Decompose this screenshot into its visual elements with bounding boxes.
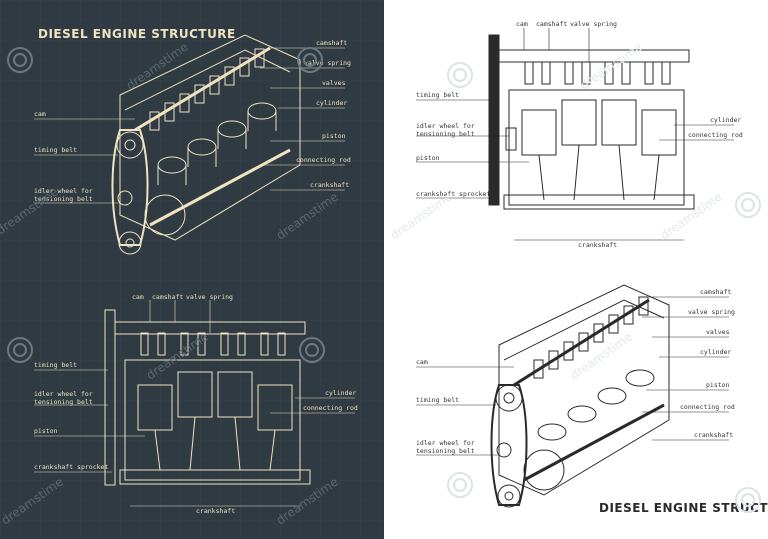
dark-front-pistons — [137, 371, 293, 471]
light-iso-crank-pulley — [497, 484, 521, 508]
light-front-timing-belt — [488, 34, 500, 206]
dreamstime-spiral-icon — [447, 62, 761, 513]
light-iso-idler-label-1: idler wheel for — [416, 439, 475, 447]
dark-iso-idler-wheel — [117, 190, 133, 206]
light-front-pistons — [521, 99, 677, 201]
dark-front-crankshaft-label: crankshaft — [196, 507, 235, 515]
dark-iso-camshaft-label: camshaft — [316, 39, 347, 47]
dark-iso-cam-pulley — [116, 131, 144, 159]
dark-front-cam-label: cam — [132, 293, 144, 301]
light-iso-piston-label: piston — [706, 381, 730, 389]
dark-iso-valve-spring-label: valve spring — [304, 59, 351, 67]
light-iso-cylinder-label: cylinder — [700, 348, 731, 356]
dark-blueprint-panel: DIESEL ENGINE STRUCTURE — [0, 0, 384, 539]
svg-text:dreamstime: dreamstime — [568, 330, 635, 383]
dreamstime-spiral-icon — [7, 47, 325, 363]
light-front-labels: cam camshaft valve spring timing belt id… — [416, 20, 743, 249]
light-iso-pistons — [537, 369, 655, 441]
light-iso-leaders — [416, 296, 729, 456]
dark-front-crankshaft-sprocket-label: crankshaft sprocket — [34, 463, 108, 471]
svg-text:dreamstime: dreamstime — [578, 40, 645, 93]
dark-front-idler-label-2: tensioning belt — [34, 398, 93, 406]
light-isometric-engine — [490, 284, 670, 508]
light-front-timing-belt-label: timing belt — [416, 91, 459, 99]
light-front-crankshaft — [503, 194, 695, 210]
light-iso-cam-label: cam — [416, 358, 428, 366]
dark-front-piston-label: piston — [34, 427, 58, 435]
dark-front-leaders — [34, 300, 355, 507]
light-front-crankshaft-label: crankshaft — [578, 241, 617, 249]
dark-iso-idler-label-2: tensioning belt — [34, 195, 93, 203]
dark-iso-crankshaft-label: crankshaft — [310, 181, 349, 189]
dark-front-labels: cam camshaft valve spring timing belt id… — [34, 293, 358, 515]
light-front-engine — [488, 34, 695, 210]
light-front-camshaft-label: camshaft — [536, 20, 567, 28]
dark-front-idler-label-1: idler wheel for — [34, 390, 93, 398]
light-front-crankshaft-sprocket-label: crankshaft sprocket — [416, 190, 490, 198]
dark-front-timing-belt-label: timing belt — [34, 361, 77, 369]
dark-front-cylinder-label: cylinder — [325, 389, 356, 397]
light-iso-valve-springs — [533, 296, 649, 379]
light-blueprint-panel: cam camshaft valve spring timing belt id… — [384, 0, 768, 539]
light-iso-timing-belt-label: timing belt — [416, 396, 459, 404]
dark-iso-timing-belt-label: timing belt — [34, 146, 77, 154]
light-front-idler-label-1: idler wheel for — [416, 122, 475, 130]
light-iso-crankshaft-label: crankshaft — [694, 431, 733, 439]
dark-front-valve-springs — [140, 332, 286, 356]
dark-front-timing-belt — [104, 309, 116, 486]
dark-iso-valve-springs — [149, 48, 265, 131]
dark-iso-connecting-rod-label: connecting rod — [296, 156, 351, 164]
light-front-idler-label-2: tensioning belt — [416, 130, 475, 138]
dark-iso-leaders — [34, 47, 345, 204]
dark-isometric-engine — [111, 34, 301, 255]
dark-iso-valves-label: valves — [322, 79, 346, 87]
dark-blueprint-svg: DIESEL ENGINE STRUCTURE — [0, 0, 384, 539]
dark-iso-crank-pulley — [118, 231, 142, 255]
light-front-piston-label: piston — [416, 154, 440, 162]
dark-front-crankshaft — [119, 469, 311, 485]
light-iso-idler-label-2: tensioning belt — [416, 447, 475, 455]
light-front-camshaft — [498, 49, 690, 63]
light-iso-valves-label: valves — [706, 328, 730, 336]
light-front-cylinder-label: cylinder — [710, 116, 741, 124]
svg-text:dreamstime: dreamstime — [658, 190, 725, 243]
light-front-cam-label: cam — [516, 20, 528, 28]
dark-iso-pistons — [157, 102, 277, 185]
dark-iso-piston-label: piston — [322, 132, 346, 140]
dark-iso-cam-label: cam — [34, 110, 46, 118]
light-iso-camshaft-label: camshaft — [700, 288, 731, 296]
dark-iso-cylinder-label: cylinder — [316, 99, 347, 107]
light-front-valve-spring-label: valve spring — [570, 20, 617, 28]
dark-title: DIESEL ENGINE STRUCTURE — [38, 27, 236, 41]
light-front-connecting-rod-label: connecting rod — [688, 131, 743, 139]
light-iso-cam-pulley — [495, 384, 523, 412]
light-iso-valve-spring-label: valve spring — [688, 308, 735, 316]
dark-iso-idler-label-1: idler wheel for — [34, 187, 93, 195]
light-title: DIESEL ENGINE STRUCTURE — [599, 501, 768, 515]
dark-front-camshaft-label: camshaft — [152, 293, 183, 301]
dark-front-valve-spring-label: valve spring — [186, 293, 233, 301]
light-iso-idler-wheel — [496, 442, 512, 458]
light-iso-connecting-rod-label: connecting rod — [680, 403, 735, 411]
dark-front-engine — [104, 309, 311, 486]
light-iso-labels: camshaft valve spring valves cylinder pi… — [416, 288, 735, 455]
dark-iso-labels: camshaft valve spring valves cylinder pi… — [34, 39, 351, 203]
light-front-leaders — [416, 28, 734, 241]
dark-front-connecting-rod-label: connecting rod — [303, 404, 358, 412]
light-front-valve-springs — [524, 61, 671, 85]
light-blueprint-svg: cam camshaft valve spring timing belt id… — [388, 20, 768, 515]
